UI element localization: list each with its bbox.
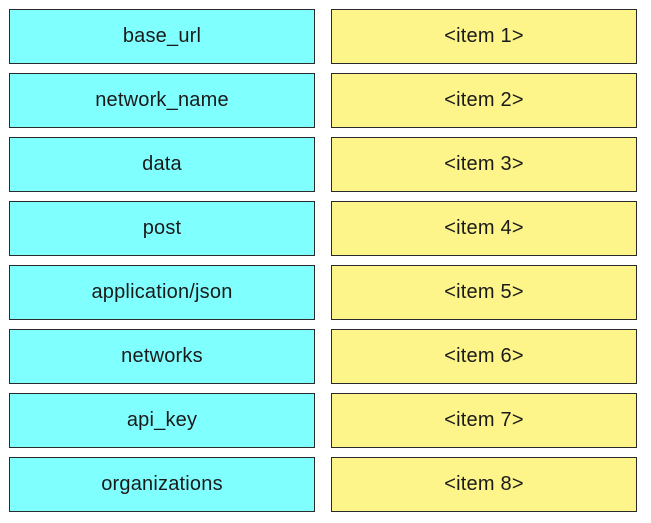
option-networks[interactable]: networks [9,329,315,384]
target-slot-item-7[interactable]: <item 7> [331,393,637,448]
target-slot-item-3[interactable]: <item 3> [331,137,637,192]
answer-options-column: base_url network_name data post applicat… [9,9,315,512]
option-network-name[interactable]: network_name [9,73,315,128]
option-organizations[interactable]: organizations [9,457,315,512]
target-slot-item-6[interactable]: <item 6> [331,329,637,384]
option-data[interactable]: data [9,137,315,192]
target-slots-column: <item 1> <item 2> <item 3> <item 4> <ite… [331,9,637,512]
target-slot-item-8[interactable]: <item 8> [331,457,637,512]
target-slot-item-2[interactable]: <item 2> [331,73,637,128]
option-base-url[interactable]: base_url [9,9,315,64]
option-api-key[interactable]: api_key [9,393,315,448]
option-application-json[interactable]: application/json [9,265,315,320]
target-slot-item-4[interactable]: <item 4> [331,201,637,256]
target-slot-item-5[interactable]: <item 5> [331,265,637,320]
option-post[interactable]: post [9,201,315,256]
target-slot-item-1[interactable]: <item 1> [331,9,637,64]
